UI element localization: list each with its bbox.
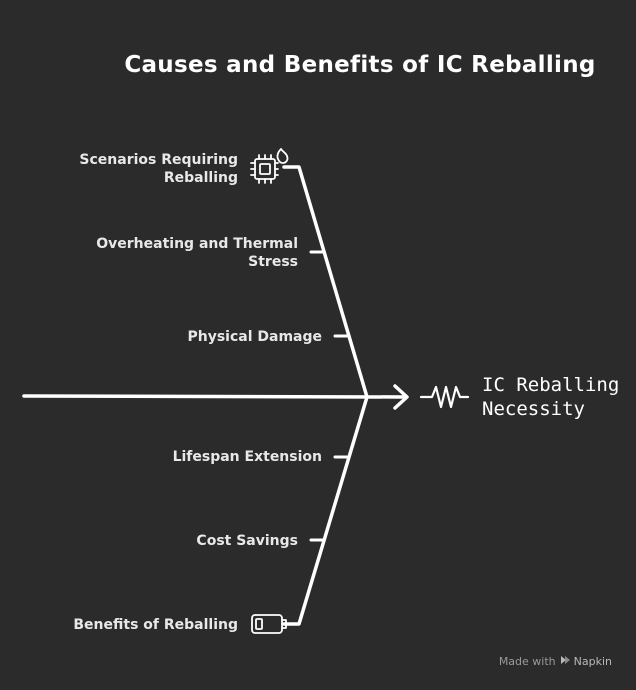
cause-header-line1: Scenarios Requiring <box>79 152 238 168</box>
spine-arrowhead <box>393 384 409 410</box>
cause-header-line2: Reballing <box>163 170 238 186</box>
benefit-header-line1: Benefits of Reballing <box>73 617 238 633</box>
effect-line2: Necessity <box>482 398 585 420</box>
benefit-cost-savings-line1: Cost Savings <box>196 533 298 549</box>
cause-label-overheating: Overheating and Thermal Stress <box>96 235 298 271</box>
benefit-header-label: Benefits of Reballing <box>73 616 238 634</box>
effect-line1: IC Reballing <box>482 374 620 396</box>
cause-label-physical-damage: Physical Damage <box>187 328 322 346</box>
microchip-icon <box>250 148 289 184</box>
footer-made-with: Made with <box>498 655 556 668</box>
resistor-icon <box>419 385 470 409</box>
benefit-label-cost-savings: Cost Savings <box>196 532 298 550</box>
cause-overheating-line2: Stress <box>248 254 298 270</box>
cause-physical-damage-line1: Physical Damage <box>187 329 322 345</box>
cause-overheating-line1: Overheating and Thermal <box>96 236 298 252</box>
footer-attribution[interactable]: Made with Napkin <box>499 654 612 669</box>
upper-bone <box>282 165 369 399</box>
effect-label: IC Reballing Necessity <box>482 373 619 421</box>
spine-line <box>22 394 407 399</box>
footer-brand: Napkin <box>573 655 612 668</box>
diagram-title: Causes and Benefits of IC Reballing <box>124 52 596 78</box>
benefit-lifespan-line1: Lifespan Extension <box>172 449 322 465</box>
battery-icon <box>251 614 287 634</box>
lower-bone <box>282 395 369 626</box>
cause-header-label: Scenarios Requiring Reballing <box>79 151 238 187</box>
benefit-label-lifespan: Lifespan Extension <box>173 448 322 466</box>
napkin-logo-icon <box>559 654 571 669</box>
